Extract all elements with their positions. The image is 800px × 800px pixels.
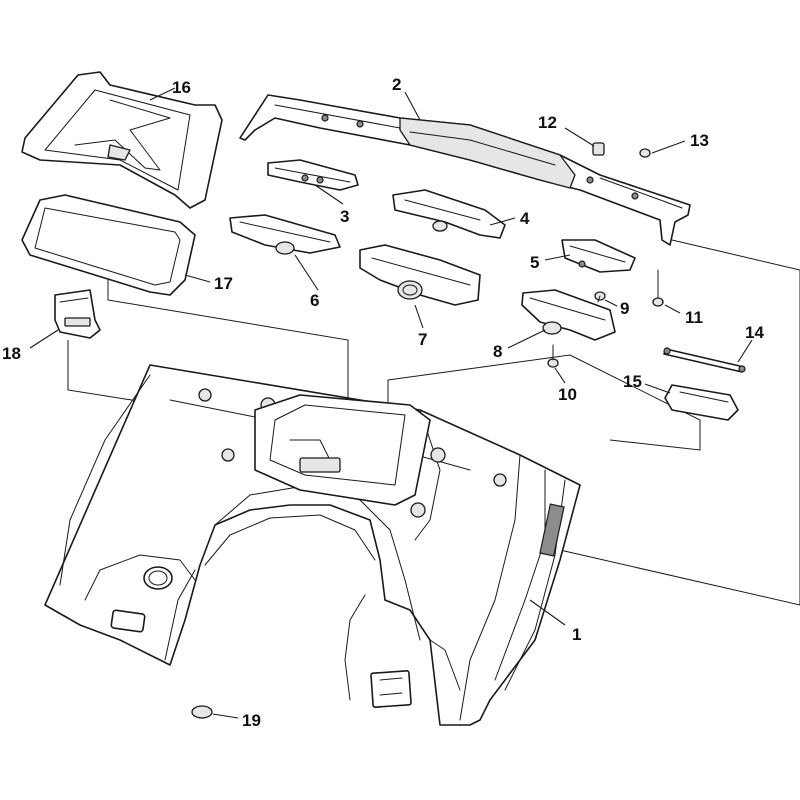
- callout-14: 14: [745, 323, 764, 342]
- part-6-left-housing: [229, 214, 341, 255]
- part-9-screw: [594, 291, 606, 303]
- part-14-rod: [663, 347, 746, 373]
- part-5-right-bracket: [561, 239, 636, 273]
- part-18-latch: [54, 289, 101, 339]
- callout-11: 11: [685, 308, 703, 327]
- callout-7: 7: [418, 330, 427, 349]
- callout-10: 10: [558, 385, 577, 404]
- part-3-switch-bracket: [267, 159, 359, 191]
- part-1-front-cowl: [44, 364, 581, 726]
- callout-15: 15: [623, 372, 642, 391]
- callout-9: 9: [620, 299, 629, 318]
- part-15-sleeve: [664, 384, 739, 421]
- part-16-top-cover: [21, 71, 223, 209]
- part-12-clip: [592, 142, 605, 156]
- callout-13: 13: [690, 131, 709, 150]
- callout-16: 16: [172, 78, 191, 97]
- callout-6: 6: [310, 291, 319, 310]
- callout-5: 5: [530, 253, 539, 272]
- callout-12: 12: [538, 113, 557, 132]
- part-2-dash-bracket: [239, 94, 691, 246]
- part-19-plug: [191, 705, 213, 719]
- leader-lines: [29, 87, 753, 719]
- part-17-gasket: [21, 194, 196, 296]
- callout-4: 4: [520, 209, 530, 228]
- callout-3: 3: [340, 207, 349, 226]
- part-11-bolt: [652, 269, 664, 307]
- part-10-screw: [547, 344, 559, 368]
- part-7-gauge-housing: [359, 244, 481, 306]
- part-4-center-housing: [392, 189, 506, 239]
- part-8-lower-housing: [521, 289, 616, 341]
- callout-8: 8: [493, 342, 502, 361]
- callout-19: 19: [242, 711, 261, 730]
- callout-17: 17: [214, 274, 233, 293]
- callout-2: 2: [392, 75, 401, 94]
- callout-18: 18: [2, 344, 21, 363]
- part-13-screw: [639, 148, 651, 158]
- callout-1: 1: [572, 625, 581, 644]
- callouts: 1 2 3 4 5 6 7 8 9 10 11 12 13 14 15 16 1…: [2, 75, 764, 730]
